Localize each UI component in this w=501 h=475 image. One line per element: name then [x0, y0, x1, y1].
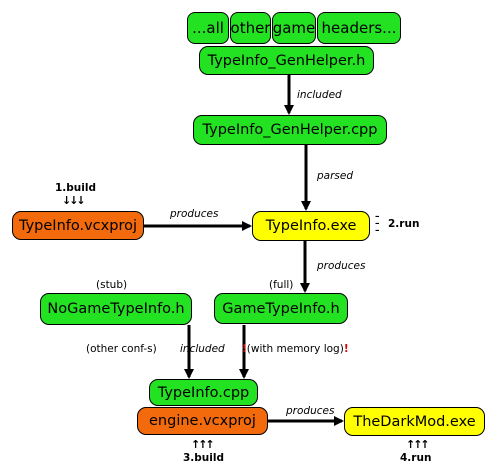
node-typeinfo-vcxproj: TypeInfo.vcxproj	[12, 211, 144, 240]
annotation-1-build: 1.build	[55, 182, 97, 194]
node-nogametypeinfo-h: NoGameTypeInfo.h	[40, 293, 192, 325]
edge-label-included-2: included	[180, 343, 225, 355]
node-genhelper-h: TypeInfo_GenHelper.h	[199, 46, 374, 75]
node-gametypeinfo-h: GameTypeInfo.h	[214, 293, 348, 324]
header-chip-headers: headers...	[317, 12, 401, 44]
edge-label-other-confs: (other conf-s)	[86, 343, 157, 355]
annotation-stub: (stub)	[96, 279, 128, 291]
header-chip-game: game	[272, 12, 316, 44]
edge-label-produces-2: produces	[317, 260, 366, 272]
annotation-4-run: 4.run	[400, 452, 432, 464]
node-thedarkmod-exe: TheDarkMod.exe	[344, 407, 485, 436]
node-genhelper-cpp: TypeInfo_GenHelper.cpp	[193, 115, 387, 145]
node-typeinfo-exe: TypeInfo.exe	[252, 211, 370, 241]
memory-log-text: (with memory log)	[246, 343, 344, 355]
annotation-full: (full)	[269, 279, 294, 291]
edge-label-memory-log: !(with memory log)!	[242, 343, 349, 355]
edge-label-included-1: included	[297, 89, 342, 101]
annotation-2-run: 2.run	[388, 218, 420, 230]
annotation-3-build-arrows: ↑↑↑	[191, 438, 215, 451]
node-typeinfo-cpp: TypeInfo.cpp	[149, 379, 258, 406]
header-chip-other: other	[230, 12, 271, 44]
annotation-4-run-arrows: ↑↑↑	[406, 438, 430, 451]
bang-left: !	[242, 343, 247, 355]
edge-label-parsed: parsed	[317, 170, 354, 182]
bang-right: !	[343, 343, 349, 355]
edge-label-produces-3: produces	[286, 405, 335, 417]
annotation-1-build-arrows: ↓↓↓	[62, 194, 86, 207]
header-chip-all: ...all	[187, 12, 229, 44]
annotation-3-build: 3.build	[183, 452, 225, 464]
node-engine-vcxproj: engine.vcxproj	[137, 407, 268, 435]
annotation-2-run-marks: –––	[375, 212, 379, 236]
edge-label-produces-1: produces	[170, 208, 219, 220]
